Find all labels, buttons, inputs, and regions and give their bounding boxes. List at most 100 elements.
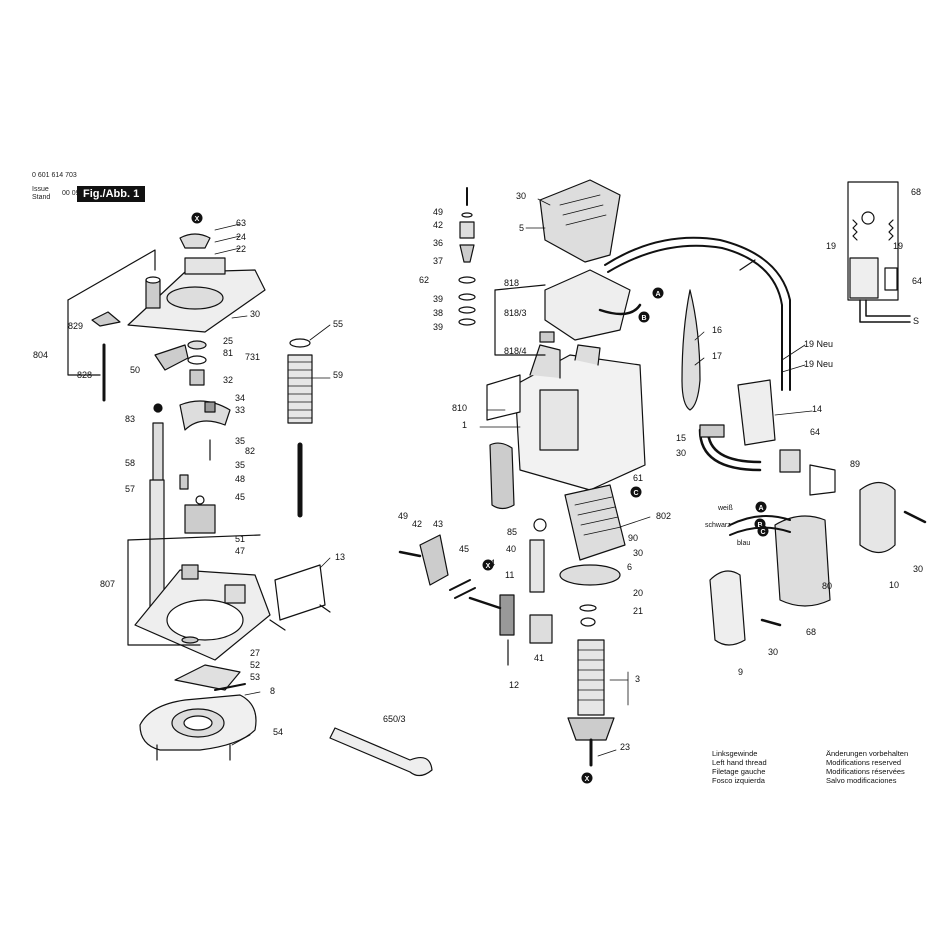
- callout-label: 818/4: [504, 346, 527, 356]
- callout-label: 32: [223, 375, 233, 385]
- callout-marker-x: [482, 559, 494, 571]
- callout-label: 40: [506, 544, 516, 554]
- callout-label: 58: [125, 458, 135, 468]
- callout-marker-c: [757, 525, 769, 537]
- callout-label: 81: [223, 348, 233, 358]
- callout-label: B: [757, 522, 762, 529]
- callout-label: 810: [452, 403, 467, 413]
- callout-label: 804: [33, 350, 48, 360]
- wiring-schematic: [847, 181, 911, 323]
- callout-label: 80: [822, 581, 832, 591]
- legend-notes-col2: Änderungen vorbehalten Modifications res…: [826, 749, 909, 785]
- ring-52: [174, 664, 241, 691]
- callout-label: 51: [235, 534, 245, 544]
- lever-50: [154, 344, 189, 371]
- wire-label-c: blau: [737, 540, 750, 547]
- issue-label: Issue: [32, 186, 49, 193]
- callout-label: 45: [459, 544, 469, 554]
- callout-label: 49: [433, 207, 443, 217]
- callout-label: 15: [676, 433, 686, 443]
- callout-label: 22: [236, 244, 246, 254]
- collet-41: [529, 614, 553, 644]
- callout-label: 27: [250, 648, 260, 658]
- stand-label: Stand: [32, 194, 51, 201]
- callout-marker-x: [191, 212, 203, 224]
- callout-label: 61: [633, 473, 643, 483]
- callout-label: 30: [913, 564, 923, 574]
- callout-label: 21: [633, 606, 643, 616]
- callout-label: X: [195, 216, 200, 223]
- callout-label: 59: [333, 370, 343, 380]
- callout-label: 52: [250, 660, 260, 670]
- callout-label: 49: [398, 511, 408, 521]
- callout-label: 807: [100, 579, 115, 589]
- callout-label: C: [633, 490, 638, 497]
- top-plate-post: [145, 279, 161, 309]
- handle-10: [859, 481, 896, 554]
- callout-label: 45: [235, 492, 245, 502]
- callout-label: A: [758, 505, 763, 512]
- callout-label: 38: [433, 308, 443, 318]
- handle-68: [774, 515, 831, 607]
- callout-marker-c: [630, 486, 642, 498]
- fan: [567, 717, 615, 741]
- callout-label: 30: [250, 309, 260, 319]
- callout-label: 85: [507, 527, 517, 537]
- power-cable: [604, 236, 791, 391]
- handle-9: [709, 570, 746, 646]
- callout-label: 1: [462, 420, 467, 430]
- callout-label: 64: [912, 276, 922, 286]
- callout-label: 64: [810, 427, 820, 437]
- callout-label: 83: [125, 414, 135, 424]
- callout-label: 829: [68, 321, 83, 331]
- bracket-829: [91, 311, 121, 327]
- callout-label: 53: [250, 672, 260, 682]
- callout-label: 24: [236, 232, 246, 242]
- cable-16: [681, 289, 701, 411]
- part-code: 0 601 614 703: [32, 172, 77, 179]
- callout-label: 63: [236, 218, 246, 228]
- callout-label: 89: [850, 459, 860, 469]
- callout-label: 23: [620, 742, 630, 752]
- callout-label: 8: [270, 686, 275, 696]
- callout-label: 25: [223, 336, 233, 346]
- callout-marker-a: [652, 287, 664, 299]
- callout-label: 68: [806, 627, 816, 637]
- callout-label: 42: [412, 519, 422, 529]
- switch-board-818: [544, 269, 631, 341]
- callout-marker-a: [755, 501, 767, 513]
- wire-label-b: schwarz: [705, 522, 731, 529]
- callout-label: 90: [628, 533, 638, 543]
- callout-label: 48: [235, 474, 245, 484]
- callout-label: 41: [534, 653, 544, 663]
- top-plate-ring: [166, 286, 224, 310]
- callout-label: 3: [635, 674, 640, 684]
- callout-label: 39: [433, 322, 443, 332]
- armature: [577, 639, 605, 716]
- callout-label: 650/3: [383, 714, 406, 724]
- callout-label: 30: [768, 647, 778, 657]
- callout-label: 17: [712, 351, 722, 361]
- callout-label: 35: [235, 436, 245, 446]
- callout-label: 37: [433, 256, 443, 266]
- callout-marker-b: [638, 311, 650, 323]
- callout-label: 828: [77, 370, 92, 380]
- callout-label: B: [641, 315, 646, 322]
- callout-label: 34: [235, 393, 245, 403]
- callout-label: 82: [245, 446, 255, 456]
- legend-notes-col1: Linksgewinde Left hand thread Filetage g…: [712, 749, 767, 785]
- callout-label: 6: [627, 562, 632, 572]
- callout-label: 818: [504, 278, 519, 288]
- callout-label: 36: [433, 238, 443, 248]
- callout-label: X: [486, 563, 491, 570]
- callout-label: 39: [433, 294, 443, 304]
- callout-label: 43: [433, 519, 443, 529]
- callout-label: 30: [633, 548, 643, 558]
- callout-label: 5: [519, 223, 524, 233]
- motor-cover: [539, 179, 621, 263]
- callout-label: 50: [130, 365, 140, 375]
- stator: [564, 484, 626, 561]
- lever-43: [419, 534, 449, 586]
- callout-label: C: [760, 529, 765, 536]
